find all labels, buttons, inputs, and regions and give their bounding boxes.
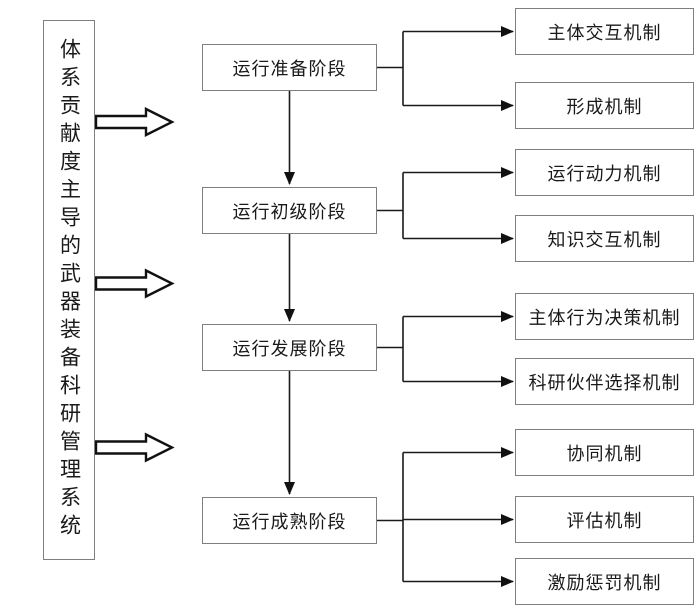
block-arrow-icon	[94, 107, 175, 137]
mechanism-box-operation-dynamics: 运行动力机制	[515, 149, 694, 196]
stage-label: 运行发展阶段	[232, 338, 347, 359]
mechanism-label: 形成机制	[566, 96, 643, 117]
mechanism-label: 协同机制	[566, 443, 643, 464]
mechanism-box-partner-selection: 科研伙伴选择机制	[515, 358, 694, 405]
stage-label: 运行成熟阶段	[232, 511, 347, 532]
block-arrow-icon	[94, 268, 175, 299]
branch-stage-3	[377, 311, 514, 387]
mechanism-box-subject-interaction: 主体交互机制	[515, 8, 694, 55]
mechanism-label: 科研伙伴选择机制	[528, 372, 681, 393]
mechanism-box-collaboration: 协同机制	[515, 429, 694, 476]
mechanism-label: 运行动力机制	[547, 163, 662, 184]
stage-label: 运行准备阶段	[232, 58, 347, 79]
stage-box-preparation: 运行准备阶段	[202, 44, 377, 91]
mechanism-box-evaluation: 评估机制	[515, 496, 694, 543]
mechanism-box-formation: 形成机制	[515, 82, 694, 129]
branch-stage-1	[377, 26, 514, 111]
mechanism-box-knowledge-interaction: 知识交互机制	[515, 215, 694, 262]
mechanism-label: 评估机制	[566, 510, 643, 531]
root-system-label: 体系贡献度主导的武器装备科研管理系统	[57, 38, 82, 542]
stage-box-maturity: 运行成熟阶段	[202, 497, 377, 544]
block-arrow-icon	[94, 432, 175, 463]
mechanism-label: 激励惩罚机制	[547, 572, 662, 593]
branch-stage-2	[377, 167, 514, 244]
stage-label: 运行初级阶段	[232, 201, 347, 222]
stage-box-primary: 运行初级阶段	[202, 187, 377, 234]
mechanism-label: 知识交互机制	[547, 229, 662, 250]
mechanism-box-incentive-punishment: 激励惩罚机制	[515, 558, 694, 605]
stage-box-development: 运行发展阶段	[202, 324, 377, 371]
mechanism-box-behavior-decision: 主体行为决策机制	[515, 293, 694, 340]
mechanism-label: 主体行为决策机制	[528, 307, 681, 328]
branch-stage-4	[377, 447, 514, 587]
mechanism-label: 主体交互机制	[547, 22, 662, 43]
block-arrow-icons	[94, 107, 175, 463]
root-system-box: 体系贡献度主导的武器装备科研管理系统	[43, 20, 95, 560]
